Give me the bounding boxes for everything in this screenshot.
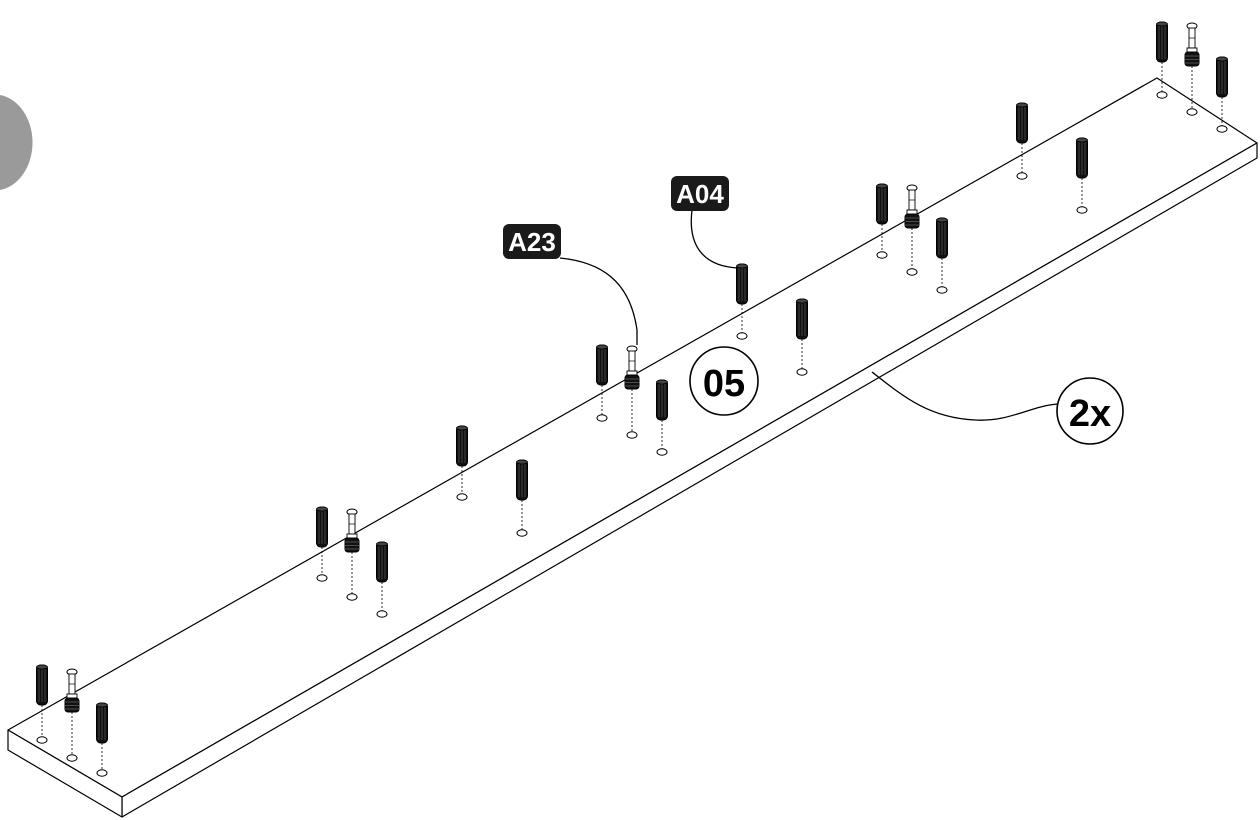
drill-hole-icon <box>626 431 638 439</box>
drill-hole-icon <box>936 286 948 294</box>
panel-number-badge: 05 <box>689 346 759 416</box>
a23-leader-line <box>559 257 638 345</box>
cam-bolt-icon <box>904 184 920 229</box>
drill-hole-icon <box>796 368 808 376</box>
wooden-dowel-icon <box>1216 56 1228 98</box>
wooden-dowel-icon <box>316 506 328 548</box>
wooden-dowel-icon <box>1016 102 1028 144</box>
drill-hole-icon <box>66 754 78 762</box>
board-panel <box>7 77 1258 818</box>
part-label-a23: A23 <box>503 224 561 259</box>
drill-hole-icon <box>36 736 48 744</box>
quantity-leader-line <box>871 371 1059 421</box>
cam-bolt-icon <box>64 668 80 713</box>
wooden-dowel-icon <box>96 702 108 744</box>
quantity-badge: 2x <box>1056 377 1124 445</box>
hardware-parts <box>36 21 1228 777</box>
wooden-dowel-icon <box>1076 137 1088 179</box>
wooden-dowel-icon <box>876 183 888 225</box>
wooden-dowel-icon <box>736 263 748 305</box>
cam-bolt-icon <box>1184 22 1200 67</box>
wooden-dowel-icon <box>656 379 668 421</box>
wooden-dowel-icon <box>376 541 388 583</box>
drill-hole-icon <box>1016 172 1028 180</box>
wooden-dowel-icon <box>456 425 468 467</box>
drill-hole-icon <box>316 574 328 582</box>
drill-hole-icon <box>376 610 388 618</box>
board-front-edge <box>121 142 1258 818</box>
wooden-dowel-icon <box>596 344 608 386</box>
drill-hole-icon <box>1156 91 1168 99</box>
cam-bolt-icon <box>344 508 360 553</box>
part-label-a23-text: A23 <box>508 227 556 257</box>
cam-bolt-icon <box>624 345 640 390</box>
quantity-text: 2x <box>1069 393 1111 435</box>
wooden-dowel-icon <box>796 298 808 340</box>
drill-hole-icon <box>456 493 468 501</box>
board-end-edge <box>7 729 123 818</box>
drill-hole-icon <box>1076 206 1088 214</box>
panel-number-text: 05 <box>703 363 745 405</box>
drill-hole-icon <box>596 414 608 422</box>
drill-hole-icon <box>656 448 668 456</box>
wooden-dowel-icon <box>36 664 48 706</box>
drill-hole-icon <box>736 332 748 340</box>
drill-hole-icon <box>876 251 888 259</box>
drill-hole-icon <box>1186 108 1198 116</box>
drill-hole-icon <box>346 593 358 601</box>
a04-leader-line <box>690 209 739 269</box>
drill-hole-icon <box>96 769 108 777</box>
wooden-dowel-icon <box>1156 21 1168 63</box>
drill-hole-icon <box>516 529 528 537</box>
wooden-dowel-icon <box>516 459 528 501</box>
wooden-dowel-icon <box>936 217 948 259</box>
page-edge-tab <box>0 95 33 190</box>
drill-hole-icon <box>906 268 918 276</box>
part-label-a04: A04 <box>671 176 729 211</box>
part-label-a04-text: A04 <box>676 179 724 209</box>
drill-hole-icon <box>1216 125 1228 133</box>
